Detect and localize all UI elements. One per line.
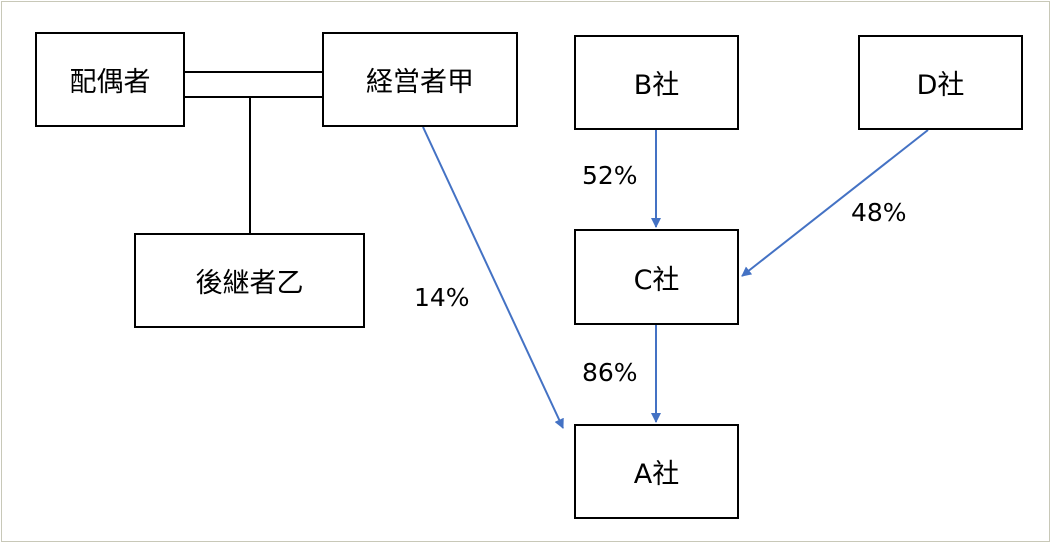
company-c-node: C社	[574, 229, 739, 325]
arrow-d-to-c	[741, 129, 929, 277]
edge-label-d-to-c: 48%	[851, 198, 907, 227]
company-d-node: D社	[858, 35, 1023, 130]
edge-label-c-to-a: 86%	[582, 358, 638, 387]
company-b-node: B社	[574, 35, 739, 130]
successor-node: 後継者乙	[134, 233, 365, 328]
spouse-node: 配偶者	[35, 32, 185, 127]
owner-node: 経営者甲	[322, 32, 518, 127]
edge-label-b-to-c: 52%	[582, 161, 638, 190]
company-a-node: A社	[574, 424, 739, 519]
arrow-owner-to-a	[422, 126, 564, 429]
edge-label-owner-to-a: 14%	[414, 283, 470, 312]
